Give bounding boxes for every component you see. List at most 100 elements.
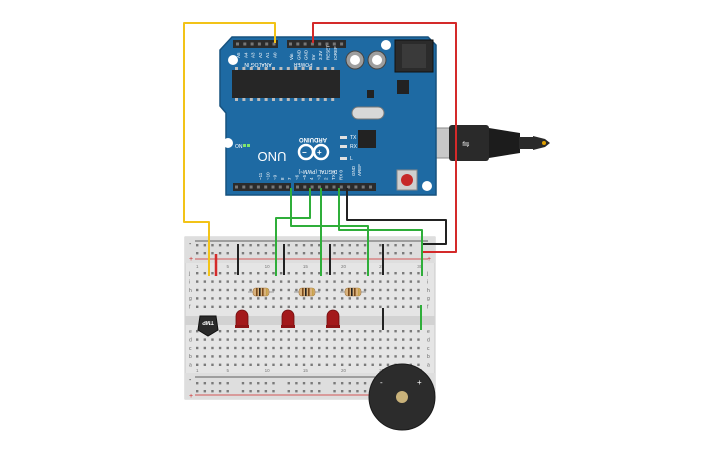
bb-hole xyxy=(218,297,222,300)
bb-hole xyxy=(310,355,313,358)
bb-hole xyxy=(318,346,321,350)
bb-hole xyxy=(264,244,268,247)
sensor-label: TMP xyxy=(202,319,214,325)
bb-hole xyxy=(295,346,298,350)
bb-hole xyxy=(333,280,336,283)
bb-hole xyxy=(394,252,397,255)
bb-hole xyxy=(287,288,290,292)
bb-hole xyxy=(196,330,199,333)
center-channel xyxy=(185,316,435,325)
bb-hole xyxy=(371,280,374,283)
bb-hole xyxy=(310,390,313,393)
bb-hole xyxy=(257,252,260,255)
green-wire-1 xyxy=(290,188,369,276)
bb-hole xyxy=(241,305,245,308)
bb-hole xyxy=(264,382,268,385)
bb-hole xyxy=(287,355,290,358)
bb-hole xyxy=(386,272,390,275)
bb-hole xyxy=(379,346,382,350)
bb-hole xyxy=(257,280,260,283)
bb-hole xyxy=(234,363,237,366)
bb-hole xyxy=(333,244,336,247)
bb-hole xyxy=(302,330,306,333)
bb-hole xyxy=(287,363,290,366)
bb-hole xyxy=(379,305,382,308)
bb-hole xyxy=(409,330,413,333)
bb-hole xyxy=(264,330,268,333)
bb-hole xyxy=(211,346,214,350)
mcu-pin xyxy=(309,67,312,70)
bb-hole xyxy=(333,355,336,358)
digital-label: DIGITAL (PWM~) xyxy=(298,168,337,174)
mcu-pin xyxy=(286,98,290,101)
bb-hole xyxy=(318,382,321,385)
header-hole xyxy=(271,185,275,189)
bb-hole xyxy=(379,363,382,366)
mcu-pin xyxy=(257,98,261,101)
column-number: 1 xyxy=(196,264,199,269)
bb-hole xyxy=(363,346,367,350)
bb-hole xyxy=(287,305,290,308)
bb-hole xyxy=(302,280,306,283)
bb-hole xyxy=(363,390,367,393)
bb-hole xyxy=(295,280,298,283)
bb-hole xyxy=(318,297,321,300)
bb-hole xyxy=(386,338,390,341)
pin-label: A1 xyxy=(265,52,270,58)
bb-hole xyxy=(226,288,229,292)
mcu-pin xyxy=(323,67,327,70)
bb-hole xyxy=(417,305,420,308)
pin-label: GND xyxy=(296,49,301,60)
bb-hole xyxy=(241,338,245,341)
pin-label: 3.3V xyxy=(318,51,323,60)
bb-hole xyxy=(279,330,283,333)
bb-hole xyxy=(203,244,207,247)
arduino-board: TX RX L ON − + ARDUINO UNO ANALOG IN POW… xyxy=(219,36,437,196)
mcu-pins-bottom xyxy=(235,98,335,101)
bb-hole xyxy=(226,363,229,366)
mcu-pin xyxy=(249,67,253,70)
mcu-pin xyxy=(264,67,268,70)
bb-hole xyxy=(295,297,298,300)
bb-hole xyxy=(356,244,359,247)
bb-hole xyxy=(234,355,237,358)
bb-hole xyxy=(402,330,405,333)
bb-hole xyxy=(241,363,245,366)
mcu-pin xyxy=(316,67,320,70)
bb-hole xyxy=(241,390,245,393)
bb-hole xyxy=(249,346,252,350)
column-number: 5 xyxy=(227,264,230,269)
bb-hole xyxy=(218,272,222,275)
bb-hole xyxy=(417,355,420,358)
bb-hole xyxy=(318,244,321,247)
bb-hole xyxy=(325,288,329,292)
bb-hole xyxy=(249,330,252,333)
bb-hole xyxy=(302,272,306,275)
bb-hole xyxy=(295,252,298,255)
bb-hole xyxy=(356,346,359,350)
black-ground-wire xyxy=(346,188,447,245)
led-2 xyxy=(281,309,295,328)
pin-label: ~9 xyxy=(273,174,278,180)
bb-hole xyxy=(386,252,390,255)
pin-label: 8 xyxy=(280,177,285,180)
bb-hole xyxy=(295,338,298,341)
bb-hole xyxy=(310,346,313,350)
bb-hole xyxy=(386,280,390,283)
svg-text:+: + xyxy=(317,148,322,157)
header-hole xyxy=(339,185,343,189)
bb-hole xyxy=(257,390,260,393)
header-hole xyxy=(272,42,276,46)
bb-hole xyxy=(333,382,336,385)
bb-hole xyxy=(386,330,390,333)
digital-header-low xyxy=(233,183,291,191)
row-letter: i xyxy=(427,279,428,285)
bb-hole xyxy=(356,297,359,300)
bb-hole xyxy=(409,288,413,292)
bb-hole xyxy=(272,288,275,292)
bb-hole xyxy=(257,297,260,300)
bb-hole xyxy=(340,280,344,283)
bb-hole xyxy=(264,297,268,300)
bb-hole xyxy=(417,297,420,300)
